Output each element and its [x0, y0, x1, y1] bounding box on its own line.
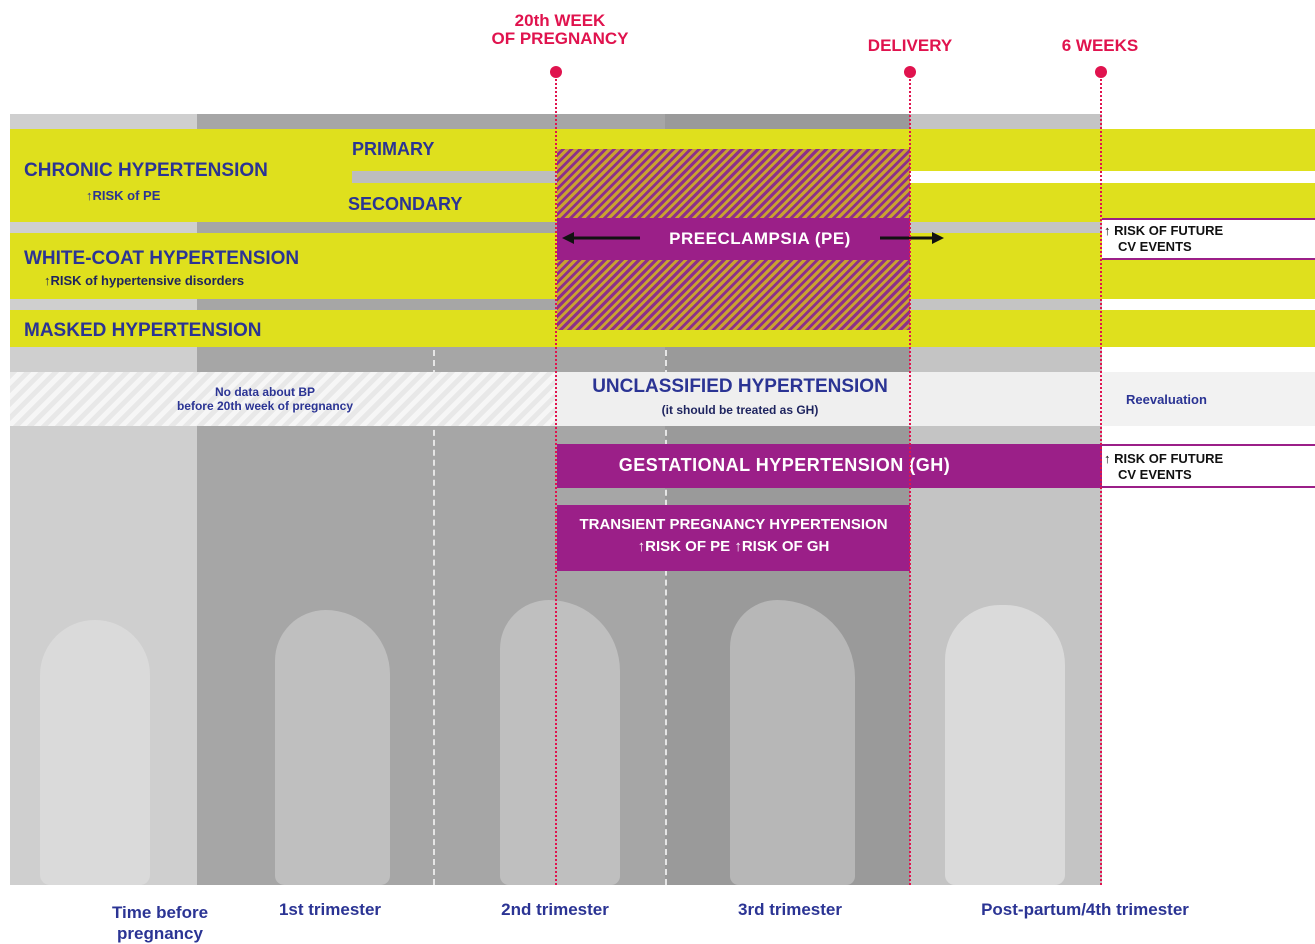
risk-future-text-1: ↑ RISK OF FUTURE CV EVENTS — [1104, 223, 1223, 255]
period-label-third: 3rd trimester — [738, 900, 842, 919]
arrow-right-icon — [880, 232, 944, 244]
period-label-first: 1st trimester — [278, 900, 382, 919]
white-coat-title: WHITE-COAT HYPERTENSION — [24, 248, 300, 269]
no-data-line2: before 20th week of pregnancy — [176, 399, 354, 413]
milestone-line-week20 — [555, 75, 557, 885]
arrow-left-icon — [562, 232, 640, 244]
period-label-postpartum: Post-partum/4th trimester — [981, 900, 1189, 919]
period-before-line1: Time before — [111, 903, 209, 922]
separator-line — [665, 350, 667, 885]
bar-gestational-hypertension — [557, 444, 1102, 488]
milestone-dot-delivery — [904, 66, 916, 78]
period-before-line2: pregnancy — [117, 924, 203, 943]
milestone-dot-six-weeks — [1095, 66, 1107, 78]
milestone-week20-line2: OF PREGNANCY — [491, 29, 629, 48]
risk-future-2-line2: CV EVENTS — [1118, 467, 1192, 482]
milestone-dot-week20 — [550, 66, 562, 78]
preeclampsia-label: PREECLAMPSIA (PE) — [669, 229, 851, 248]
gestational-label: GESTATIONAL HYPERTENSION (GH) — [618, 455, 951, 475]
bar-white-coat-right — [910, 260, 1315, 299]
primary-label: PRIMARY — [352, 139, 435, 159]
unclassified-region — [555, 372, 1102, 426]
separator-line — [433, 350, 435, 885]
period-label-second: 2nd trimester — [501, 900, 609, 919]
pregnant-woman-silhouette-icon — [40, 620, 150, 885]
bar-transient-hypertension — [557, 505, 910, 571]
masked-title: MASKED HYPERTENSION — [24, 320, 262, 341]
risk-future-1-line2: CV EVENTS — [1118, 239, 1192, 254]
milestone-line-delivery — [909, 75, 911, 885]
risk-future-box-2 — [1102, 444, 1315, 488]
risk-future-2-line1: ↑ RISK OF FUTURE — [1104, 451, 1224, 466]
secondary-label: SECONDARY — [348, 194, 463, 214]
no-data-line1: No data about BP — [214, 385, 315, 399]
risk-future-text-2: ↑ RISK OF FUTURE CV EVENTS — [1104, 451, 1223, 483]
milestone-week20-line1: 20th WEEK — [514, 11, 606, 30]
chronic-hypertension-sub: ↑RISK of PE — [86, 188, 161, 203]
milestone-six-weeks: 6 WEEKS — [1061, 36, 1139, 55]
reevaluation-label: Reevaluation — [1126, 392, 1207, 407]
risk-future-1-line1: ↑ RISK OF FUTURE — [1104, 223, 1224, 238]
milestone-line-six-weeks — [1100, 75, 1102, 885]
no-data-text: No data about BP before 20th week of pre… — [150, 385, 380, 413]
mother-with-baby-silhouette-icon — [945, 605, 1065, 885]
milestone-week20: 20th WEEK OF PREGNANCY — [460, 12, 660, 48]
primary-secondary-divider-right — [910, 171, 1315, 183]
reevaluation-box — [1102, 372, 1315, 426]
no-data-region — [10, 372, 555, 426]
pregnant-woman-silhouette-icon — [275, 610, 390, 885]
transient-text: TRANSIENT PREGNANCY HYPERTENSION ↑RISK O… — [557, 514, 910, 558]
risk-future-box-1 — [1102, 218, 1315, 260]
transient-line1: TRANSIENT PREGNANCY HYPERTENSION — [579, 516, 888, 533]
period-label-before: Time before pregnancy — [90, 902, 230, 944]
white-coat-sub: ↑RISK of hypertensive disorders — [44, 273, 245, 288]
pregnant-woman-silhouette-icon — [500, 600, 620, 885]
unclassified-title: UNCLASSIFIED HYPERTENSION — [592, 376, 888, 397]
milestone-delivery: DELIVERY — [867, 36, 953, 55]
chronic-hypertension-title: CHRONIC HYPERTENSION — [24, 160, 268, 181]
transient-line2: ↑RISK OF PE ↑RISK OF GH — [637, 538, 830, 555]
unclassified-sub: (it should be treated as GH) — [661, 403, 819, 417]
pregnant-woman-silhouette-icon — [730, 600, 855, 885]
